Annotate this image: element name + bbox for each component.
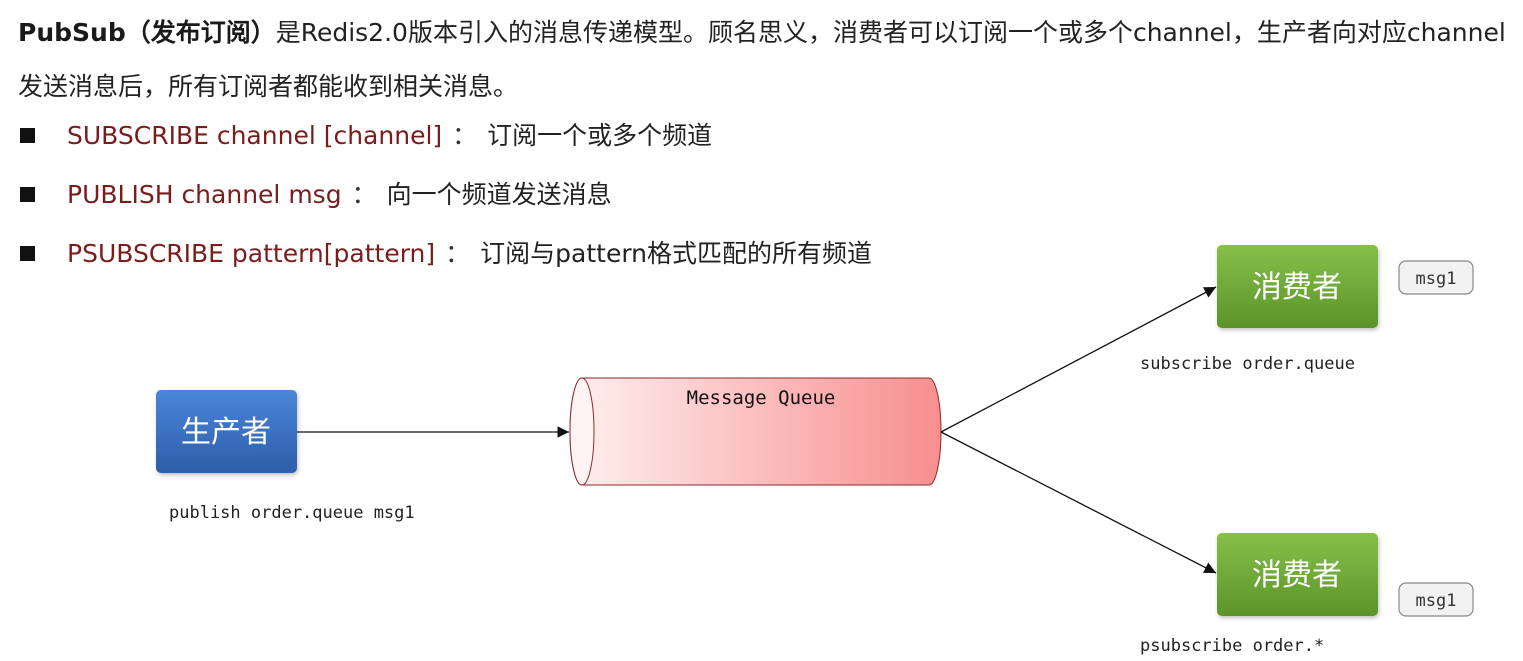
- arrow-queue-to-consumer-1: [940, 286, 1217, 433]
- square-bullet-icon: [20, 187, 35, 202]
- queue-label: Message Queue: [687, 387, 836, 409]
- command-item-psubscribe: PSUBSCRIBE pattern[pattern] ： 订阅与pattern…: [20, 224, 872, 283]
- arrow-queue-to-consumer-2: [940, 431, 1217, 574]
- producer-node: 生产者: [156, 390, 297, 473]
- consumer-box: [1217, 245, 1378, 328]
- square-bullet-icon: [20, 128, 35, 143]
- command-name: SUBSCRIBE channel [channel]: [67, 121, 443, 150]
- command-description: 订阅一个或多个频道: [487, 121, 713, 150]
- message-badge-label: msg1: [1416, 591, 1457, 611]
- command-description: 向一个频道发送消息: [386, 180, 612, 209]
- command-name: PSUBSCRIBE pattern[pattern]: [67, 239, 436, 268]
- intro-paragraph: PubSub（发布订阅）是Redis2.0版本引入的消息传递模型。顾名思义，消费…: [18, 6, 1508, 114]
- message-badge-box: [1398, 582, 1474, 617]
- intro-title: PubSub（发布订阅）: [18, 18, 276, 47]
- message-queue-node: Message Queue: [569, 377, 942, 486]
- queue-cylinder-end: [569, 377, 595, 486]
- message-badge-2: msg1: [1398, 582, 1474, 617]
- producer-box: [156, 390, 297, 473]
- command-item-subscribe: SUBSCRIBE channel [channel] ： 订阅一个或多个频道: [20, 106, 872, 165]
- consumer-caption: subscribe order.queue: [1140, 354, 1355, 374]
- consumer-label: 消费者: [1252, 558, 1342, 593]
- consumer-box: [1217, 533, 1378, 616]
- intro-text: 是Redis2.0版本引入的消息传递模型。顾名思义，消费者可以订阅一个或多个ch…: [18, 18, 1506, 101]
- message-badge-label: msg1: [1416, 269, 1457, 289]
- consumer-caption: psubscribe order.*: [1140, 636, 1324, 656]
- command-item-publish: PUBLISH channel msg ： 向一个频道发送消息: [20, 165, 872, 224]
- command-separator: ：: [452, 121, 478, 150]
- consumer-label: 消费者: [1252, 270, 1342, 305]
- consumer-node-1: 消费者: [1217, 245, 1378, 328]
- producer-label: 生产者: [181, 415, 271, 450]
- command-name: PUBLISH channel msg: [67, 180, 342, 209]
- message-badge-box: [1398, 260, 1474, 295]
- command-description: 订阅与pattern格式匹配的所有频道: [480, 239, 873, 268]
- message-badge-1: msg1: [1398, 260, 1474, 295]
- command-separator: ：: [445, 239, 471, 268]
- square-bullet-icon: [20, 246, 35, 261]
- command-separator: ：: [351, 180, 377, 209]
- command-list: SUBSCRIBE channel [channel] ： 订阅一个或多个频道 …: [20, 106, 872, 283]
- producer-caption: publish order.queue msg1: [169, 503, 415, 523]
- consumer-node-2: 消费者: [1217, 533, 1378, 616]
